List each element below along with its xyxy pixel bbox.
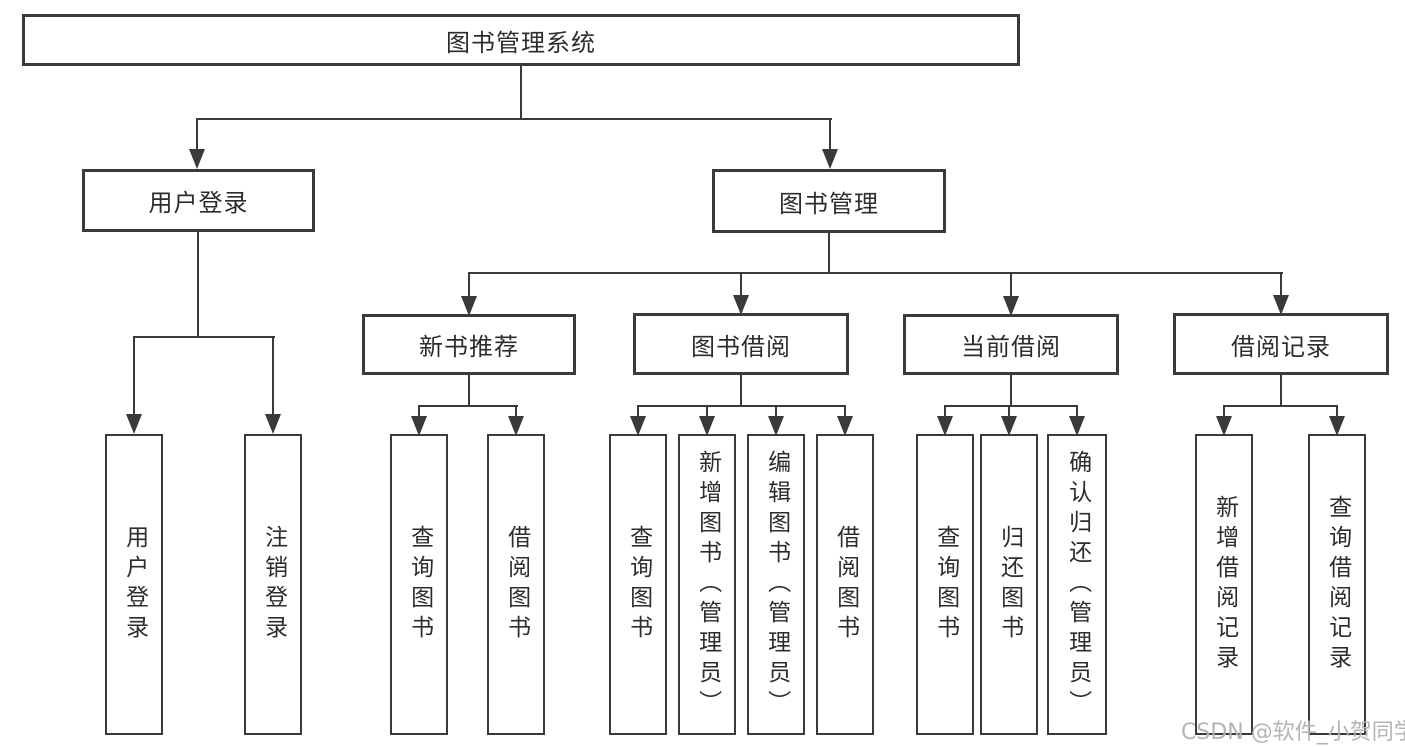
node-leaf-add-books-label: 新增图书（管理员） <box>694 449 721 720</box>
node-leaf-add-borrow-record-label: 新增借阅记录 <box>1211 494 1238 675</box>
connector-line <box>637 405 846 407</box>
node-leaf-user-login-label: 用户登录 <box>121 524 148 645</box>
arrow-down-icon <box>126 414 142 434</box>
arrow-down-icon <box>768 416 784 436</box>
arrow-down-icon <box>411 416 427 436</box>
arrow-down-icon <box>837 416 853 436</box>
node-book-management: 图书管理 <box>712 169 946 233</box>
connector-line <box>828 233 830 274</box>
node-leaf-borrow-books-1: 借阅图书 <box>487 434 545 735</box>
connector-line <box>1076 405 1078 417</box>
connector-line <box>944 405 946 417</box>
node-current-borrow-label: 当前借阅 <box>961 333 1061 361</box>
connector-line <box>197 232 199 338</box>
watermark: CSDN @软件_小贺同学 <box>1181 720 1405 745</box>
connector-line <box>1223 405 1225 417</box>
connector-line <box>418 405 518 407</box>
connector-line <box>775 405 777 417</box>
arrow-down-icon <box>1273 295 1289 315</box>
connector-line <box>196 118 198 152</box>
node-new-book-recommend-label: 新书推荐 <box>419 333 519 361</box>
node-root: 图书管理系统 <box>22 14 1020 66</box>
connector-line <box>844 405 846 417</box>
connector-line <box>1280 375 1282 407</box>
node-current-borrow: 当前借阅 <box>903 314 1119 375</box>
node-root-label: 图书管理系统 <box>446 28 596 57</box>
node-leaf-query-books-1-label: 查询图书 <box>406 524 433 645</box>
connector-line <box>468 272 470 298</box>
connector-line <box>468 375 470 407</box>
arrow-down-icon <box>189 149 205 169</box>
arrow-down-icon <box>1003 296 1019 316</box>
connector-line <box>1336 405 1338 417</box>
connector-line <box>944 405 1078 407</box>
arrow-down-icon <box>937 416 953 436</box>
node-book-borrow: 图书借阅 <box>633 313 849 375</box>
node-leaf-return-books-label: 归还图书 <box>996 524 1023 645</box>
arrow-down-icon <box>1069 416 1085 436</box>
connector-line <box>133 336 275 338</box>
connector-line <box>418 405 420 417</box>
connector-line <box>706 405 708 417</box>
connector-line <box>520 66 522 119</box>
node-leaf-logout: 注销登录 <box>244 434 302 735</box>
node-leaf-logout-label: 注销登录 <box>260 524 287 645</box>
node-borrow-records-label: 借阅记录 <box>1231 332 1331 361</box>
connector-line <box>196 118 832 120</box>
node-new-book-recommend: 新书推荐 <box>362 314 576 375</box>
connector-line <box>740 375 742 407</box>
arrow-down-icon <box>630 416 646 436</box>
node-leaf-query-books-3-label: 查询图书 <box>932 524 959 645</box>
node-leaf-user-login: 用户登录 <box>105 434 163 735</box>
node-leaf-add-borrow-record: 新增借阅记录 <box>1195 434 1253 735</box>
connector-line <box>740 272 742 298</box>
connector-line <box>1010 272 1012 298</box>
node-leaf-confirm-return-label: 确认归还（管理员） <box>1064 449 1091 720</box>
node-leaf-confirm-return: 确认归还（管理员） <box>1047 434 1107 735</box>
connector-line <box>1223 405 1338 407</box>
node-leaf-edit-books-label: 编辑图书（管理员） <box>763 449 790 720</box>
connector-line <box>468 272 1283 274</box>
node-leaf-borrow-books-1-label: 借阅图书 <box>503 524 530 645</box>
node-leaf-query-borrow-record-label: 查询借阅记录 <box>1324 494 1351 675</box>
arrow-down-icon <box>461 296 477 316</box>
connector-line <box>637 405 639 417</box>
arrow-down-icon <box>508 416 524 436</box>
arrow-down-icon <box>822 149 838 169</box>
node-leaf-edit-books: 编辑图书（管理员） <box>747 434 805 735</box>
node-leaf-query-books-2: 查询图书 <box>609 434 667 735</box>
node-user-login: 用户登录 <box>82 169 315 232</box>
arrow-down-icon <box>265 414 281 434</box>
node-leaf-return-books: 归还图书 <box>980 434 1038 735</box>
node-book-borrow-label: 图书借阅 <box>691 332 791 361</box>
arrow-down-icon <box>1001 416 1017 436</box>
connector-line <box>1008 405 1010 417</box>
connector-line <box>133 336 135 418</box>
arrow-down-icon <box>1329 416 1345 436</box>
node-leaf-query-books-1: 查询图书 <box>390 434 448 735</box>
connector-line <box>272 336 274 418</box>
node-leaf-query-borrow-record: 查询借阅记录 <box>1308 434 1366 735</box>
connector-line <box>829 118 831 152</box>
arrow-down-icon <box>1216 416 1232 436</box>
node-book-management-label: 图书管理 <box>779 189 879 218</box>
connector-line <box>515 405 517 417</box>
node-user-login-label: 用户登录 <box>148 189 249 217</box>
connector-line <box>1280 272 1282 298</box>
node-leaf-query-books-3: 查询图书 <box>916 434 974 735</box>
arrow-down-icon <box>733 295 749 315</box>
node-borrow-records: 借阅记录 <box>1173 313 1389 375</box>
node-leaf-add-books: 新增图书（管理员） <box>678 434 736 735</box>
node-leaf-borrow-books-2: 借阅图书 <box>816 434 874 735</box>
node-leaf-query-books-2-label: 查询图书 <box>625 524 652 645</box>
node-leaf-borrow-books-2-label: 借阅图书 <box>832 524 859 645</box>
arrow-down-icon <box>699 416 715 436</box>
connector-line <box>1010 375 1012 407</box>
